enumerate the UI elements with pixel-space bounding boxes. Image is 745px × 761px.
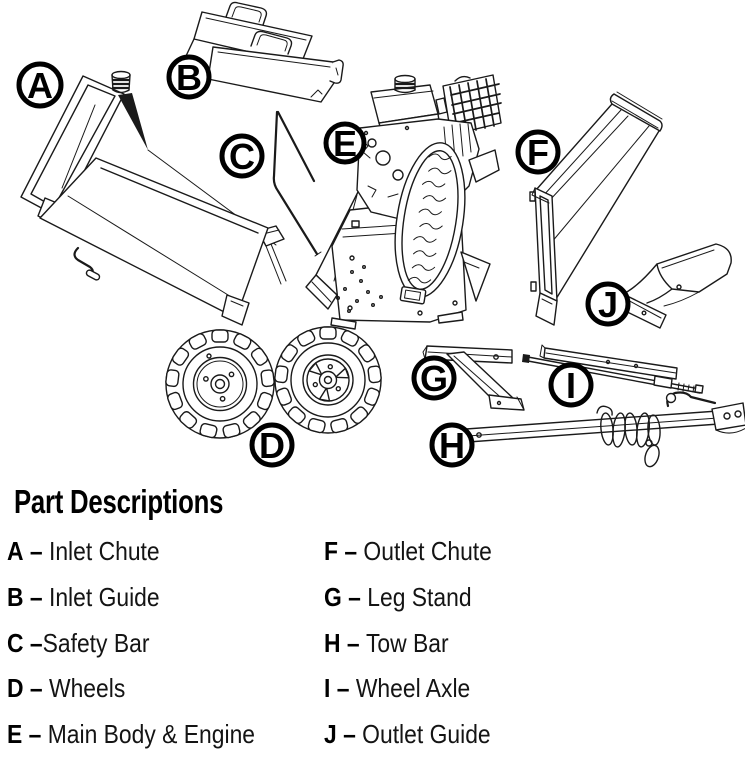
part-row-e: E – Main Body & Engine [7, 712, 255, 758]
part-separator: – [337, 536, 364, 566]
part-label-i-letter: I [566, 365, 576, 406]
part-descriptions-heading: Part Descriptions [14, 483, 224, 520]
part-label-b: B [166, 54, 212, 100]
inlet-chute-drawing [20, 70, 287, 326]
part-separator: – [330, 673, 356, 704]
part-label-f-letter: F [527, 132, 549, 173]
part-row-d: D – Wheels [7, 666, 255, 712]
part-name: Safety Bar [42, 627, 150, 658]
wheel-axle-drawing [522, 344, 704, 394]
part-letter: G [324, 581, 342, 612]
part-name: Outlet Chute [363, 536, 492, 566]
part-label-d: D [249, 422, 295, 468]
part-name: Main Body & Engine [47, 719, 256, 749]
part-separator: – [23, 581, 49, 612]
part-letter: I [324, 673, 331, 704]
part-row-i: I – Wheel Axle [324, 666, 492, 712]
parts-column-right: F – Outlet Chute G – Leg Stand H – Tow B… [324, 529, 515, 758]
part-separator: – [23, 673, 49, 704]
part-row-h: H – Tow Bar [324, 621, 492, 667]
parts-column-left: A – Inlet Chute B – Inlet Guide C –Safet… [7, 529, 289, 758]
main-body-engine-drawing [305, 74, 502, 330]
part-letter: F [324, 536, 338, 566]
part-label-c-letter: C [229, 136, 255, 177]
part-name: Wheels [48, 673, 126, 704]
part-name: Tow Bar [365, 627, 449, 658]
part-separator: – [340, 627, 366, 658]
part-name: Inlet Guide [48, 581, 160, 612]
part-label-g-letter: G [420, 358, 448, 399]
part-letter: E [7, 719, 23, 749]
part-letter: H [324, 627, 341, 658]
wheels-drawing [165, 326, 382, 439]
parts-exploded-diagram: A B C D E F G H I J [16, 1, 745, 468]
left-wheel [165, 329, 275, 439]
part-separator: – [23, 627, 43, 658]
right-wheel [274, 326, 382, 434]
part-label-e: E [323, 121, 367, 165]
part-row-g: G – Leg Stand [324, 575, 492, 621]
part-name: Inlet Chute [48, 536, 160, 566]
part-label-h: H [429, 422, 475, 468]
part-label-i: I [548, 362, 594, 408]
part-label-d-letter: D [259, 425, 285, 466]
part-row-f: F – Outlet Chute [324, 529, 492, 575]
part-label-e-letter: E [333, 123, 357, 164]
part-label-b-letter: B [176, 57, 202, 98]
part-letter: A [7, 536, 24, 566]
part-letter: D [7, 673, 24, 704]
part-letter: C [7, 627, 24, 658]
part-separator: – [22, 719, 48, 749]
part-label-a: A [16, 61, 64, 109]
part-label-h-letter: H [439, 425, 465, 466]
safety-bar-drawing [272, 110, 322, 257]
outlet-guide-drawing [614, 243, 732, 329]
part-label-c: C [219, 133, 265, 179]
part-label-a-letter: A [27, 65, 53, 106]
part-separator: – [336, 719, 363, 749]
part-name: Wheel Axle [355, 673, 471, 704]
part-letter: J [324, 719, 337, 749]
part-row-a: A – Inlet Chute [7, 529, 255, 575]
part-name: Leg Stand [367, 581, 472, 612]
part-separator: – [341, 581, 368, 612]
inlet-guide-drawing [185, 1, 344, 103]
leg-stand-drawing [422, 345, 525, 411]
part-name: Outlet Guide [362, 719, 491, 749]
part-row-j: J – Outlet Guide [324, 712, 492, 758]
part-label-g: G [411, 355, 457, 401]
part-letter: B [7, 581, 24, 612]
part-label-j: J [585, 281, 631, 327]
outlet-chute-drawing [529, 91, 663, 326]
part-row-c: C –Safety Bar [7, 621, 255, 667]
part-separator: – [23, 536, 49, 566]
part-label-f: F [515, 129, 561, 175]
part-label-j-letter: J [598, 284, 618, 325]
part-row-b: B – Inlet Guide [7, 575, 255, 621]
